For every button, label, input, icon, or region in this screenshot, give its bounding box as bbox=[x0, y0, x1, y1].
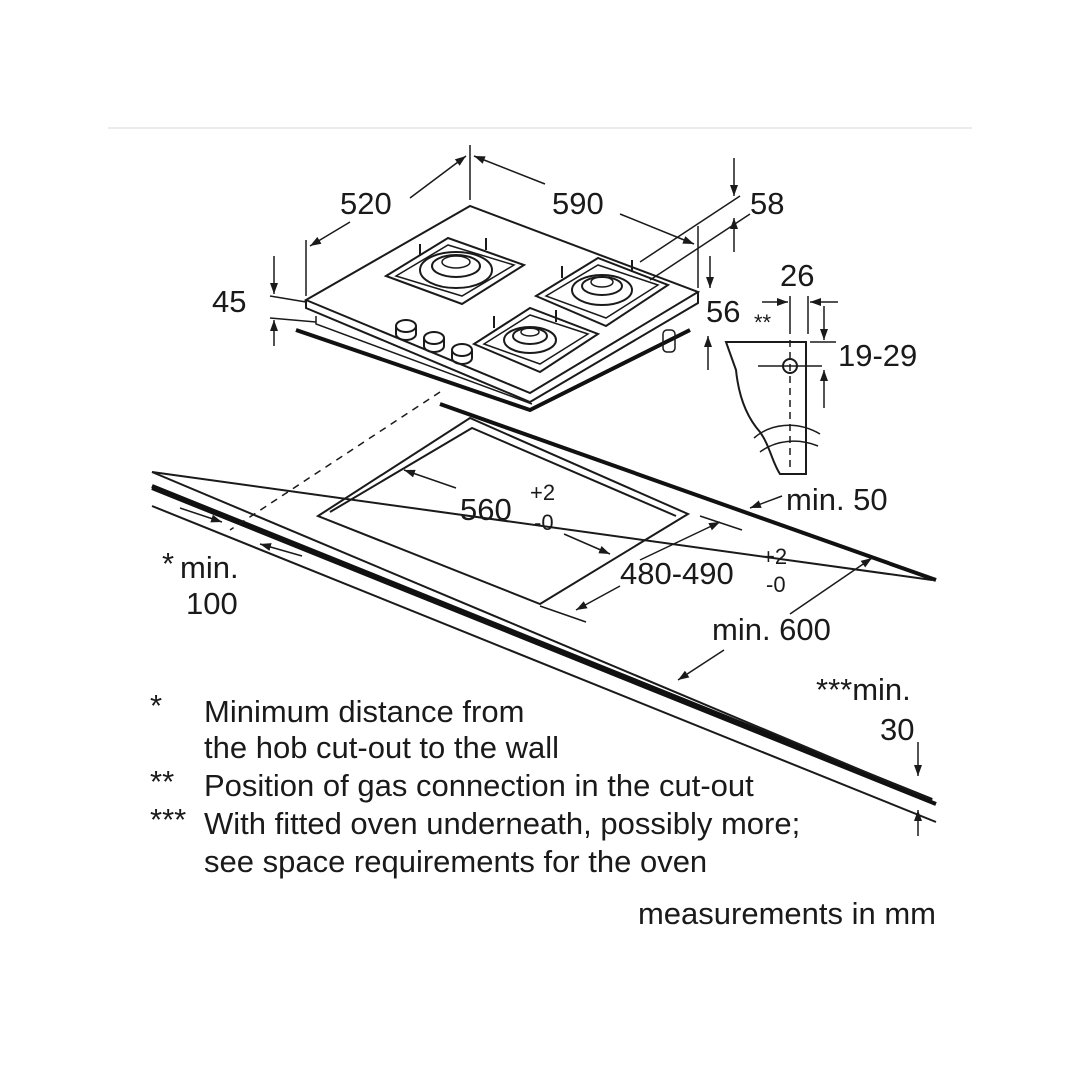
note-3-line-1: With fitted oven underneath, possibly mo… bbox=[204, 806, 800, 841]
dim-590-label: 590 bbox=[552, 186, 604, 221]
dim-min-50-label: min. 50 bbox=[786, 482, 888, 517]
dim-560-label: 560 bbox=[460, 492, 512, 527]
dim-min-100-line2: 100 bbox=[186, 586, 238, 621]
dim-min-30-line2: 30 bbox=[880, 712, 914, 747]
dim-wall-marker: * bbox=[162, 546, 174, 581]
note-3-marker: *** bbox=[150, 802, 186, 837]
dim-480-490-tol-minus: -0 bbox=[766, 572, 786, 597]
note-3-line-2: see space requirements for the oven bbox=[204, 844, 707, 879]
note-1-marker: * bbox=[150, 688, 162, 723]
footnotes: * Minimum distance from the hob cut-out … bbox=[150, 688, 800, 879]
dim-45-label: 45 bbox=[212, 284, 246, 319]
burner-medium bbox=[533, 256, 671, 328]
dim-min-100-line1: min. bbox=[180, 550, 239, 585]
dim-58-label: 58 bbox=[750, 186, 784, 221]
gas-connection-detail bbox=[724, 296, 838, 475]
burner-small bbox=[471, 306, 601, 374]
dim-56-label: 56 bbox=[706, 294, 740, 329]
dim-19-29-label: 19-29 bbox=[838, 338, 917, 373]
note-2-line-1: Position of gas connection in the cut-ou… bbox=[204, 768, 754, 803]
note-2-marker: ** bbox=[150, 764, 174, 799]
dim-480-490-tol-plus: +2 bbox=[762, 544, 787, 569]
dim-56-marker: ** bbox=[754, 310, 772, 335]
dim-26-label: 26 bbox=[780, 258, 814, 293]
dim-min-600-label: min. 600 bbox=[712, 612, 831, 647]
units-note: measurements in mm bbox=[638, 896, 936, 931]
dim-560-tol-minus: -0 bbox=[534, 510, 554, 535]
control-knobs bbox=[395, 319, 473, 365]
dim-520-label: 520 bbox=[340, 186, 392, 221]
hob bbox=[295, 204, 701, 413]
note-1-line-1: Minimum distance from bbox=[204, 694, 524, 729]
dim-min-30-line1: ***min. bbox=[816, 672, 911, 707]
note-1-line-2: the hob cut-out to the wall bbox=[204, 730, 559, 765]
burner-large bbox=[383, 236, 527, 306]
worktop bbox=[151, 391, 937, 823]
dim-480-490-label: 480-490 bbox=[620, 556, 734, 591]
dim-560-tol-plus: +2 bbox=[530, 480, 555, 505]
